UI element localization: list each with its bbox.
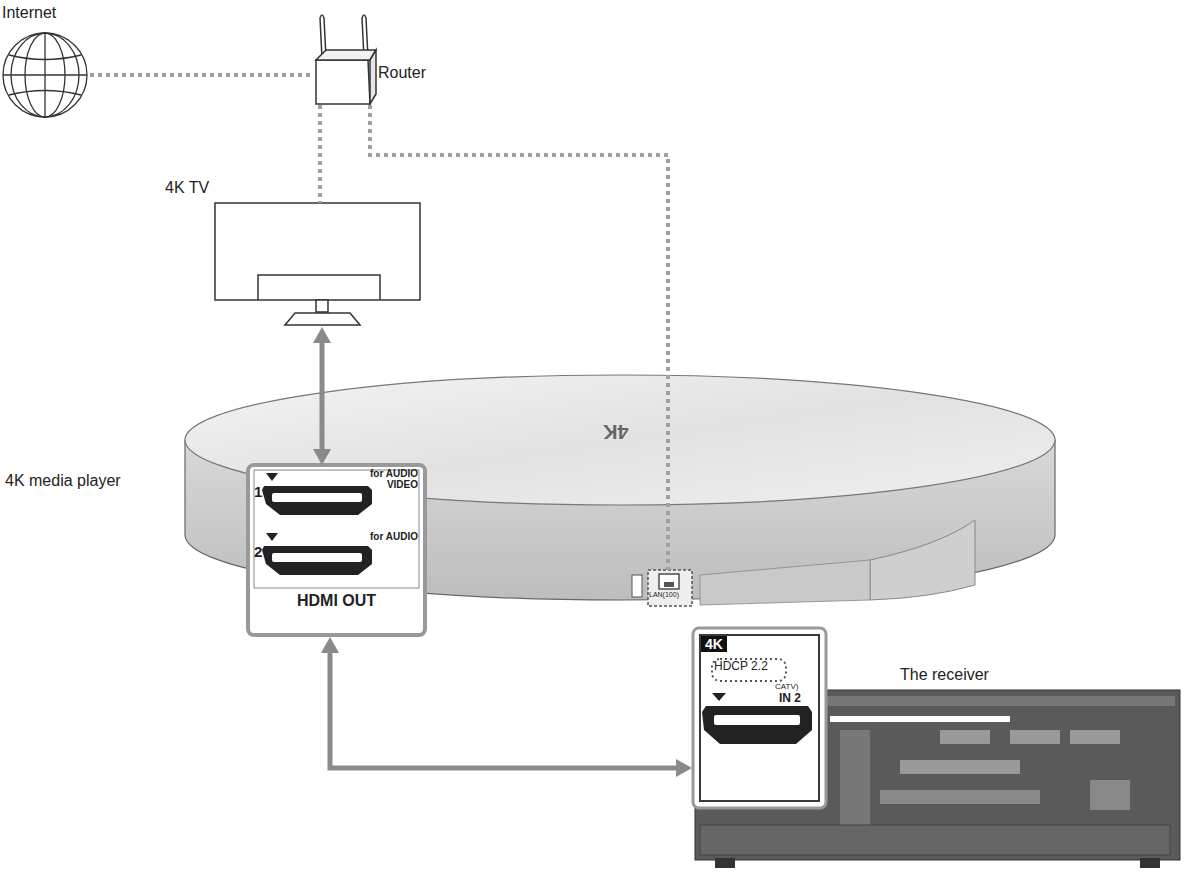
hdmi-cable <box>321 637 692 777</box>
node-box: 4K TV <box>215 203 420 325</box>
node-label: Internet <box>2 4 56 22</box>
network-cable <box>90 75 314 76</box>
node-box: Router <box>314 47 372 105</box>
hdmi-out-panel <box>248 465 425 635</box>
node-label: for AUDIO <box>360 531 418 543</box>
node-label: 4K media player <box>5 472 121 490</box>
node-label: HDMI OUT <box>254 592 419 610</box>
node-box: 4K HDCP 2.2CATV)IN 2 <box>693 628 826 808</box>
node-box: The receiver4KHDCP 2.2CATV)IN 2 <box>695 690 1180 860</box>
node-label: 4K TV <box>165 179 209 197</box>
node-label: HDCP 2.2 <box>714 660 768 674</box>
media-player-body <box>185 375 1055 606</box>
router-icon <box>316 15 376 104</box>
hdmi-cable <box>313 327 331 465</box>
node-label: IN 2 <box>779 692 801 706</box>
tv-icon <box>215 203 420 325</box>
receiver-hdmi-panel <box>693 628 826 808</box>
node-label: 1 <box>254 483 262 500</box>
part-label: LAN(100) <box>649 591 679 599</box>
network-cable <box>370 105 668 570</box>
node-label: for AUDIO VIDEO <box>360 469 418 490</box>
node-label: The receiver <box>900 666 989 684</box>
node-label: Router <box>378 64 426 82</box>
node-label: 4K <box>701 636 727 652</box>
node-label: CATV) <box>775 682 798 691</box>
node-box: 1 for AUDIO VIDEO 2 for AUDIO HDMI OUT <box>248 465 425 635</box>
receiver-body <box>695 690 1180 868</box>
globe-icon <box>3 33 87 117</box>
network-cable <box>320 105 321 203</box>
node-box: Internet <box>2 4 90 119</box>
node-box: 4K media player1for AUDIO VIDEO2for AUDI… <box>185 375 1055 600</box>
part-label: 4K <box>603 420 629 443</box>
node-label: 2 <box>254 543 262 560</box>
